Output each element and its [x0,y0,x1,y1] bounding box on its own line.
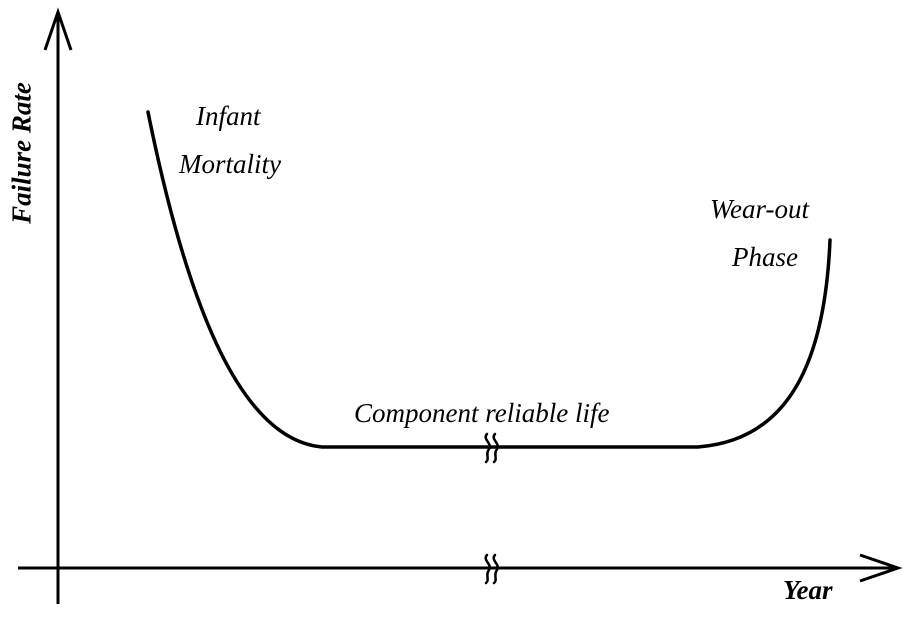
reliable-life-label: Component reliable life [354,398,610,428]
wear-out-label-line1: Wear-out [710,194,809,224]
wear-out-label-line2: Phase [732,242,798,272]
curve-break-mark [484,432,500,464]
y-axis-arrowhead [43,7,73,51]
x-axis-label: Year [783,575,833,605]
x-axis-break-mark [484,553,500,585]
x-axis-arrowhead [859,553,903,583]
infant-mortality-label-line1: Infant [196,101,261,131]
y-axis-label: Failure Rate [6,82,37,224]
infant-mortality-label-line2: Mortality [179,149,281,179]
failure-rate-curve [146,110,832,449]
